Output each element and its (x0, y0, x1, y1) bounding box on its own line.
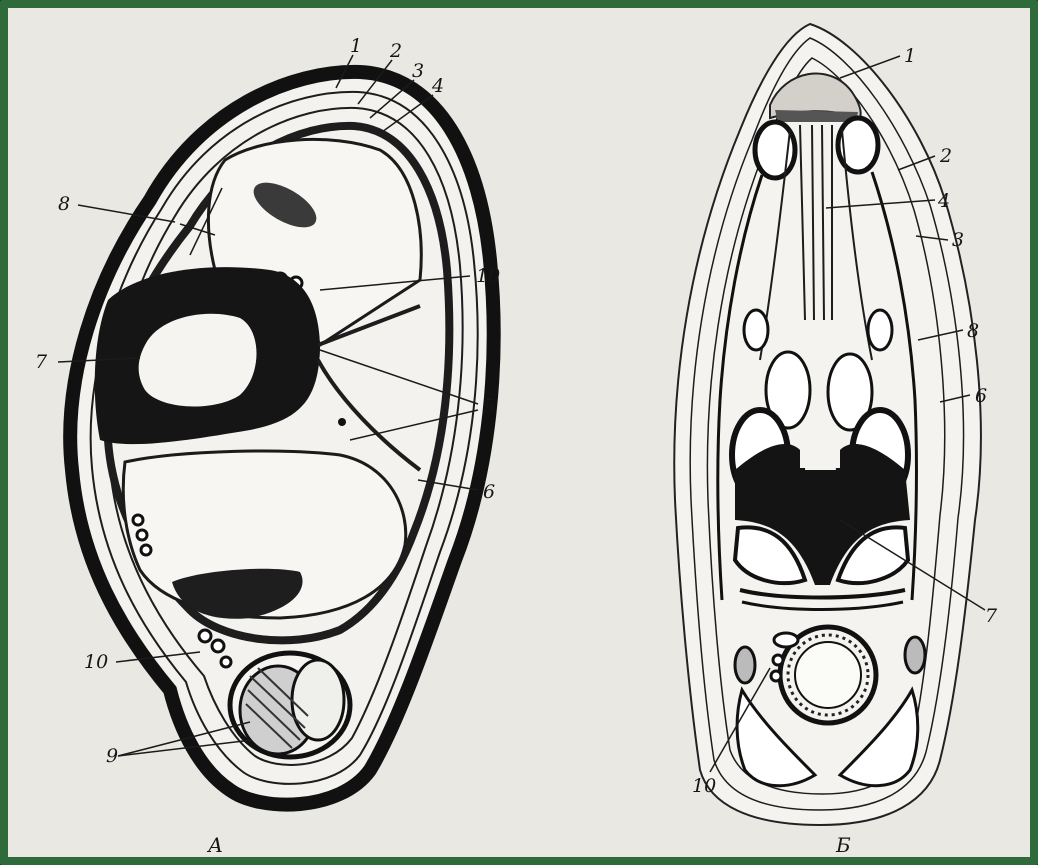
figure-b: 1 2 4 3 8 6 7 10 Б (674, 24, 998, 857)
figure-a-label-5: 5 (483, 395, 495, 417)
figure-a-label-10-bottom: 10 (84, 651, 108, 673)
figure-a-label-9: 9 (106, 745, 118, 767)
figure-a-label-6: 6 (483, 481, 495, 503)
figure-b-label-1: 1 (904, 45, 916, 67)
figure-b-crest-base (775, 110, 858, 122)
figure-a-caption: А (206, 833, 223, 857)
figure-a-vessel (137, 530, 147, 540)
figure-b-vessel (771, 671, 781, 681)
figure-a-vessel (212, 640, 224, 652)
figure-a-label-10-top: 10 (476, 265, 500, 287)
figure-a-vessel (221, 657, 231, 667)
figure-b-caption: Б (835, 833, 851, 857)
figure-a-vessel (141, 545, 151, 555)
figure-a-vessel (338, 418, 346, 426)
figure-a-label-4: 4 (431, 75, 444, 97)
figure-b-label-6: 6 (975, 385, 987, 407)
figure-a-label-2: 2 (389, 40, 402, 62)
figure-b-gut-lumen (795, 642, 861, 708)
figure-b-label-10: 10 (692, 775, 716, 797)
figure-b-label-3: 3 (952, 229, 964, 251)
figure-a-tendon-inner (292, 660, 344, 740)
figure-a-label-7: 7 (35, 351, 48, 373)
figure-a-vessel (199, 630, 211, 642)
figure-a-label-3: 3 (412, 60, 424, 82)
figure-a-vessel (133, 515, 143, 525)
figure-b-label-4: 4 (937, 190, 950, 212)
figure-a: 1 2 3 4 8 10 7 5 6 10 9 А (35, 35, 500, 857)
figure-b-vessel (774, 633, 798, 647)
figure-b-label-7: 7 (985, 605, 998, 627)
figure-b-lateral-oval-right (905, 637, 925, 673)
figure-a-label-1: 1 (350, 35, 362, 57)
figure-b-vessel (773, 655, 783, 665)
figure-a-label-8: 8 (58, 193, 70, 215)
figure-b-label-8: 8 (967, 320, 979, 342)
figure-b-lobe (868, 310, 892, 350)
figure-b-label-2: 2 (939, 145, 952, 167)
figure-b-lobe (744, 310, 768, 350)
figure-b-lateral-oval-left (735, 647, 755, 683)
